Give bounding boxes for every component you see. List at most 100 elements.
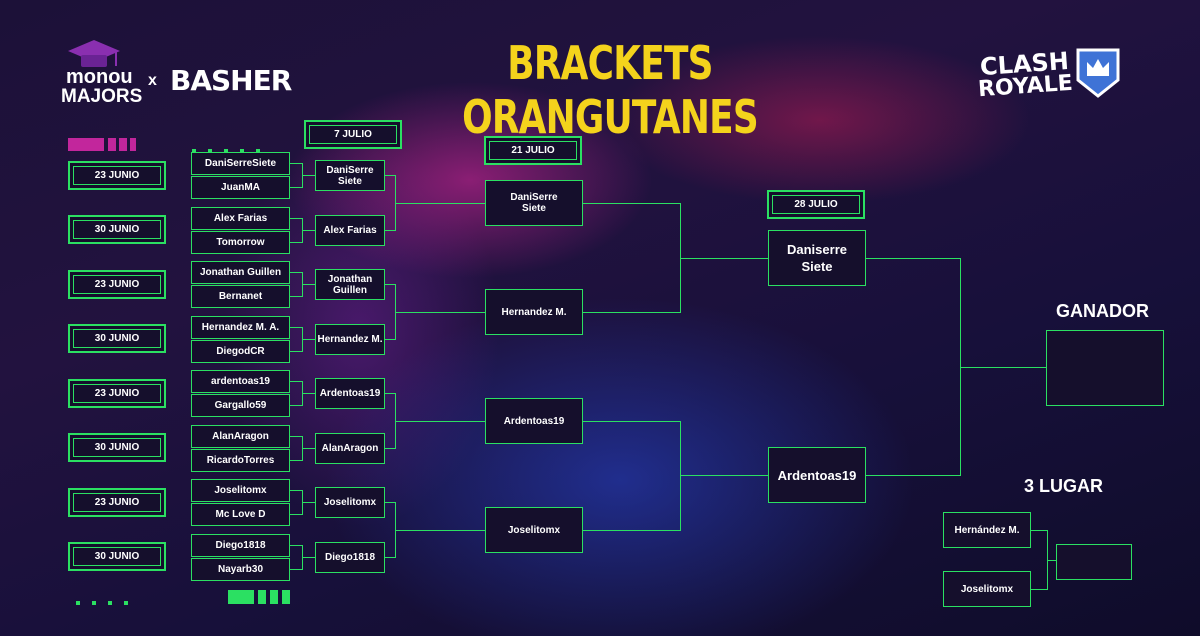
- date-box: 30 JUNIO: [68, 215, 166, 244]
- connector: [1047, 560, 1056, 561]
- round2-box: Diego1818: [315, 542, 385, 573]
- connector: [290, 405, 302, 406]
- graduation-cap-icon: [66, 38, 122, 72]
- connector: [290, 163, 302, 164]
- connector: [290, 514, 302, 515]
- connector: [583, 312, 680, 313]
- magenta-decor-bars: [68, 138, 136, 151]
- connector: [302, 230, 315, 231]
- player-box: Diego1818: [191, 534, 290, 557]
- player-box: Tomorrow: [191, 231, 290, 254]
- connector: [290, 218, 302, 219]
- connector: [395, 203, 485, 204]
- connector: [302, 502, 315, 503]
- round2-box: Joselitomx: [315, 487, 385, 518]
- date-box-round2: 7 JULIO: [304, 120, 402, 149]
- connector: [680, 475, 768, 476]
- connector: [290, 327, 302, 328]
- connector: [1031, 589, 1047, 590]
- date-box: 30 JUNIO: [68, 324, 166, 353]
- round2-box: Ardentoas19: [315, 378, 385, 409]
- finalist-box: Ardentoas19: [768, 447, 866, 503]
- connector: [302, 175, 315, 176]
- date-box: 23 JUNIO: [68, 161, 166, 190]
- third-place-label: 3 LUGAR: [1024, 476, 1104, 496]
- royale-logo-text: ROYALE: [977, 70, 1074, 103]
- player-box: RicardoTorres: [191, 449, 290, 472]
- connector: [395, 421, 485, 422]
- connector: [302, 448, 315, 449]
- connector: [1031, 530, 1047, 531]
- round2-box: AlanAragon: [315, 433, 385, 464]
- connector: [385, 284, 395, 285]
- winner-box: [1046, 330, 1164, 406]
- x-separator: x: [148, 72, 157, 89]
- player-box: Alex Farias: [191, 207, 290, 230]
- green-decor-dots-top: [192, 140, 266, 153]
- player-box: Bernanet: [191, 285, 290, 308]
- connector: [290, 187, 302, 188]
- connector: [290, 242, 302, 243]
- connector: [385, 230, 395, 231]
- basher-logo-text: BASHER: [170, 64, 292, 97]
- semifinal-box: Hernandez M.: [485, 289, 583, 335]
- date-box: 23 JUNIO: [68, 488, 166, 517]
- semifinal-box: DaniSerre Siete: [485, 180, 583, 226]
- connector: [302, 339, 315, 340]
- player-box: Nayarb30: [191, 558, 290, 581]
- date-box: 23 JUNIO: [68, 379, 166, 408]
- connector: [960, 367, 1046, 368]
- connector: [290, 490, 302, 491]
- connector: [302, 284, 315, 285]
- player-box: Hernandez M. A.: [191, 316, 290, 339]
- connector: [583, 530, 680, 531]
- player-box: DiegodCR: [191, 340, 290, 363]
- date-box-semis: 21 JULIO: [484, 136, 582, 165]
- connector: [290, 272, 302, 273]
- player-box: ardentoas19: [191, 370, 290, 393]
- connector: [866, 475, 960, 476]
- semifinal-box: Ardentoas19: [485, 398, 583, 444]
- connector: [290, 436, 302, 437]
- date-box-final: 28 JULIO: [767, 190, 865, 219]
- connector: [680, 258, 768, 259]
- winner-label: GANADOR: [1056, 301, 1149, 321]
- connector: [385, 339, 395, 340]
- green-decor-bars: [228, 590, 290, 604]
- green-decor-dots-bottom: [76, 592, 136, 605]
- player-box: Gargallo59: [191, 394, 290, 417]
- connector: [385, 448, 395, 449]
- round2-box: Alex Farias: [315, 215, 385, 246]
- connector: [290, 296, 302, 297]
- date-box: 23 JUNIO: [68, 270, 166, 299]
- connector: [290, 545, 302, 546]
- player-box: Jonathan Guillen: [191, 261, 290, 284]
- player-box: DaniSerreSiete: [191, 152, 290, 175]
- finalist-box: Daniserre Siete: [768, 230, 866, 286]
- connector: [290, 351, 302, 352]
- date-box: 30 JUNIO: [68, 433, 166, 462]
- connector: [290, 569, 302, 570]
- connector: [395, 312, 485, 313]
- semifinal-box: Joselitomx: [485, 507, 583, 553]
- connector: [302, 557, 315, 558]
- third-place-player: Joselitomx: [943, 571, 1031, 607]
- connector: [290, 381, 302, 382]
- monou-logo-text: monou: [66, 66, 133, 88]
- player-box: JuanMA: [191, 176, 290, 199]
- player-box: AlanAragon: [191, 425, 290, 448]
- page-title: BRACKETS ORANGUTANES: [462, 36, 759, 144]
- majors-logo-text: MAJORS: [61, 86, 143, 107]
- third-place-box: [1056, 544, 1132, 580]
- connector: [385, 175, 395, 176]
- player-box: Joselitomx: [191, 479, 290, 502]
- crown-shield-icon: [1074, 46, 1122, 100]
- connector: [385, 502, 395, 503]
- connector: [583, 421, 680, 422]
- connector: [385, 393, 395, 394]
- connector: [385, 557, 395, 558]
- connector: [290, 460, 302, 461]
- connector: [680, 421, 681, 531]
- connector: [395, 530, 485, 531]
